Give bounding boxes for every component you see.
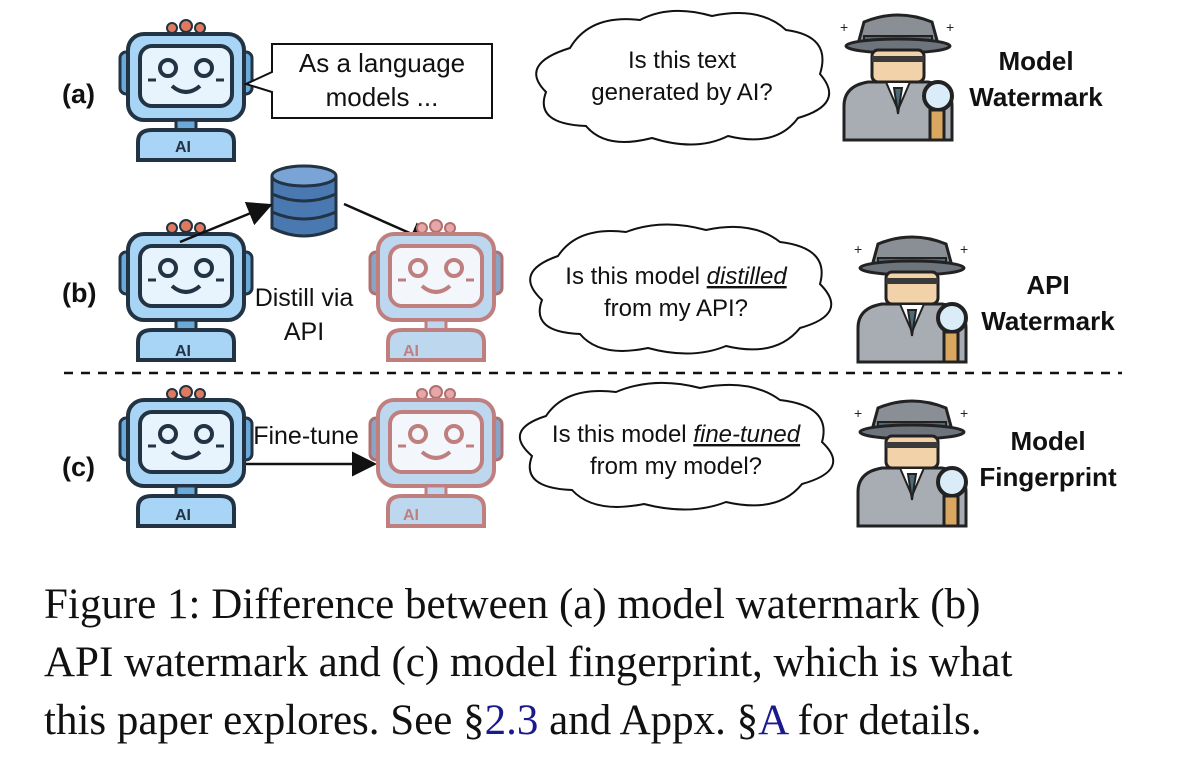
distill-label-line2: API: [284, 318, 324, 346]
row-label-b: (b): [62, 278, 96, 308]
database-icon: [270, 164, 338, 238]
robot-distilled-icon: [368, 218, 504, 362]
caption-line-1: Figure 1: Difference between (a) model w…: [44, 581, 981, 628]
robot-badge: AI: [175, 139, 191, 156]
method-label-c-line1: Model: [1010, 426, 1085, 456]
finetune-label: Fine-tune: [253, 422, 359, 450]
method-label-a-line1: Model: [998, 46, 1073, 76]
question-b-line2: from my API?: [604, 295, 748, 322]
thought-cloud-b: [529, 223, 833, 355]
robot-badge: AI: [403, 507, 419, 524]
figure-caption: Figure 1: Difference between (a) model w…: [44, 576, 1174, 750]
detective-c-icon: [852, 399, 971, 528]
emphasis-distilled: distilled: [707, 263, 788, 290]
method-label-b-line2: Watermark: [981, 306, 1115, 336]
detective-b-icon: [852, 235, 971, 364]
question-c-line2: from my model?: [590, 453, 762, 480]
method-label-c-line2: Fingerprint: [979, 462, 1117, 492]
question-a-line2: generated by AI?: [591, 79, 772, 106]
caption-line-3: this paper explores. See §2.3 and Appx. …: [44, 697, 982, 744]
thought-cloud-a: [535, 9, 831, 146]
question-b-line1: Is this model distilled: [565, 263, 787, 290]
detective-a-icon: [838, 13, 957, 142]
row-label-c: (c): [62, 452, 95, 482]
speech-bubble: [243, 43, 493, 119]
emphasis-finetuned: fine-tuned: [693, 421, 800, 448]
speech-text-line1: As a language: [299, 48, 465, 78]
arrow-to-database: [179, 202, 273, 244]
appendix-ref-link[interactable]: A: [758, 697, 787, 744]
robot-teacher-icon: [118, 218, 254, 362]
robot-badge: AI: [175, 507, 191, 524]
row-label-a: (a): [62, 79, 95, 109]
robot-badge: AI: [403, 343, 419, 360]
thought-cloud-c: [518, 381, 835, 511]
question-c-line1: Is this model fine-tuned: [552, 421, 801, 448]
distill-label-line1: Distill via: [255, 284, 354, 312]
question-a-line1: Is this text: [628, 47, 736, 74]
speech-text-line2: models ...: [326, 82, 439, 112]
figure-diagram: + + (a) AI As a language models ... Is t…: [62, 9, 1122, 528]
method-label-a-line2: Watermark: [969, 82, 1103, 112]
robot-base-icon: [118, 384, 254, 528]
caption-line-2: API watermark and (c) model fingerprint,…: [44, 639, 1013, 686]
method-label-b-line1: API: [1026, 270, 1069, 300]
section-ref-link[interactable]: 2.3: [484, 697, 539, 744]
robot-finetuned-icon: [368, 384, 504, 528]
robot-badge: AI: [175, 343, 191, 360]
